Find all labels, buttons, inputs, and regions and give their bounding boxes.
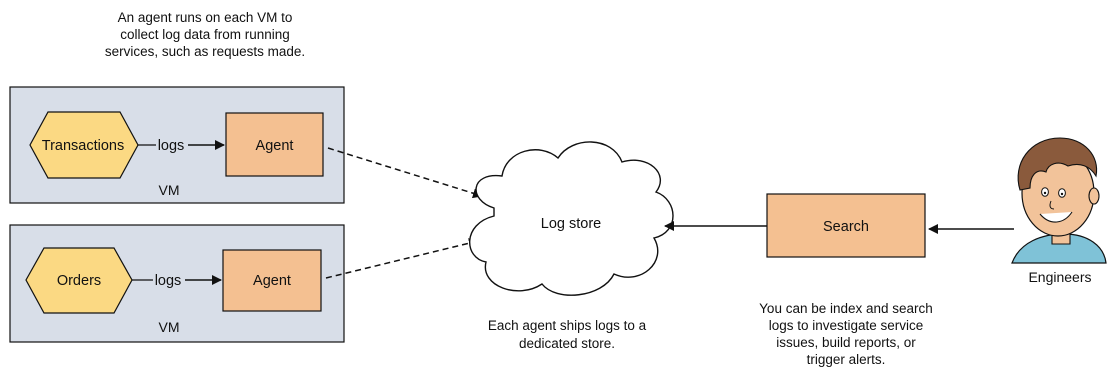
engineer-hair	[1017, 137, 1098, 191]
orders-service-hexagon	[25, 247, 133, 314]
top-caption-line-2: collect log data from running	[120, 27, 290, 42]
vm-label: VM	[159, 319, 180, 335]
logs-edge-label: logs	[155, 273, 182, 289]
engineer-mouth	[1039, 211, 1073, 223]
search-caption-line-3: issues, build reports, or	[776, 335, 916, 350]
agent-to-store-arrow-2	[325, 238, 479, 279]
vm-transactions: Transactions logs Agent VM	[9, 86, 345, 204]
agent-box	[225, 112, 324, 177]
engineer-person-icon	[1011, 137, 1107, 264]
top-caption-line-3: services, such as requests made.	[105, 44, 305, 59]
top-caption-line-1: An agent runs on each VM to	[118, 10, 293, 25]
vm-label: VM	[159, 182, 180, 198]
agent-label: Agent	[253, 273, 291, 289]
agent-label: Agent	[256, 138, 294, 154]
search-caption-line-2: logs to investigate service	[769, 318, 924, 333]
engineers-label: Engineers	[1028, 269, 1091, 285]
engineer-right-pupil	[1060, 192, 1064, 196]
log-store-label: Log store	[541, 216, 601, 232]
vm-orders: Orders logs Agent VM	[9, 224, 345, 343]
engineer-ear	[1088, 187, 1100, 205]
transactions-service-label: Transactions	[42, 138, 124, 154]
search-caption-line-4: trigger alerts.	[807, 352, 886, 367]
search-caption-line-1: You can be index and search	[759, 301, 933, 316]
store-caption-line-1: Each agent ships logs to a	[488, 318, 647, 333]
agent-box	[222, 249, 322, 312]
orders-service-label: Orders	[57, 273, 101, 289]
transactions-service-hexagon	[29, 111, 139, 179]
logs-edge-label: logs	[158, 138, 185, 154]
agent-to-store-arrow-1	[327, 147, 483, 199]
engineer-left-pupil	[1043, 191, 1047, 195]
store-caption-line-2: dedicated store.	[519, 336, 615, 351]
search-label: Search	[823, 219, 869, 235]
search-box: Search	[766, 193, 926, 258]
engineer-nose	[1049, 200, 1055, 210]
log-store-cloud: Log store	[469, 141, 674, 296]
